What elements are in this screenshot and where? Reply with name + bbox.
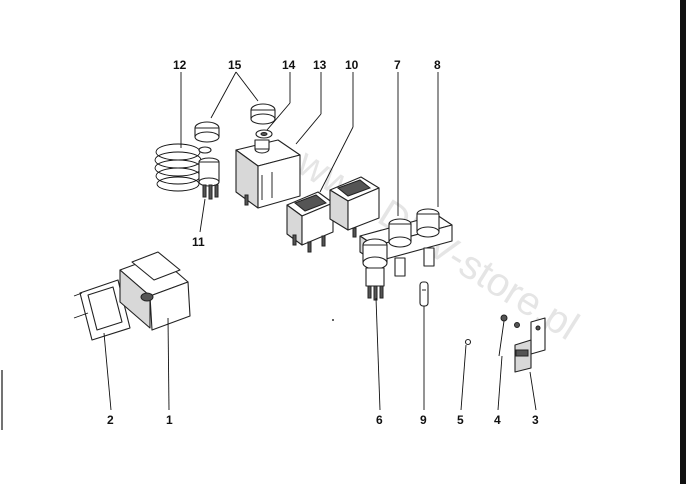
callout-12: 12: [173, 58, 187, 72]
part-11-rotary-switch: [198, 157, 220, 200]
callout-6: 6: [376, 413, 383, 427]
part-15-knob-left: [194, 121, 220, 154]
callout-2: 2: [107, 413, 114, 427]
part-9-pin: [419, 281, 429, 307]
part-13-switch-block: [235, 139, 301, 209]
part-4-screw: [498, 314, 520, 357]
part-2-bezel-frame: [73, 279, 131, 341]
stray-dot: [332, 319, 334, 321]
callout-3: 3: [532, 413, 539, 427]
callout-11: 11: [192, 235, 205, 249]
part-10-rocker-switch: [286, 191, 334, 253]
part-15-knob-right: [250, 103, 276, 125]
part-6-knob-switch: [362, 238, 388, 301]
page-edge-bar: [680, 0, 686, 484]
callout-labels: 12 15 14 13 10 7 8 11 2 1 6 9 5 4 3: [107, 58, 539, 427]
callout-9: 9: [420, 413, 427, 427]
part-5-washer: [464, 338, 472, 346]
callout-8: 8: [434, 58, 441, 72]
callout-13: 13: [313, 58, 327, 72]
part-14-washer: [255, 129, 273, 139]
part-7-8-switch-cluster: [359, 208, 453, 277]
callout-1: 1: [166, 413, 173, 427]
callout-10: 10: [345, 58, 359, 72]
callout-4: 4: [494, 413, 501, 427]
part-1-housing: [119, 251, 191, 331]
part-3-bracket: [514, 317, 546, 373]
callout-7: 7: [394, 58, 401, 72]
callout-15: 15: [228, 58, 242, 72]
callout-14: 14: [282, 58, 296, 72]
part-12-spring: [154, 143, 202, 192]
leader-lines: [103, 71, 537, 411]
part-10-rocker-switch-2: [329, 176, 380, 238]
callout-5: 5: [457, 413, 464, 427]
